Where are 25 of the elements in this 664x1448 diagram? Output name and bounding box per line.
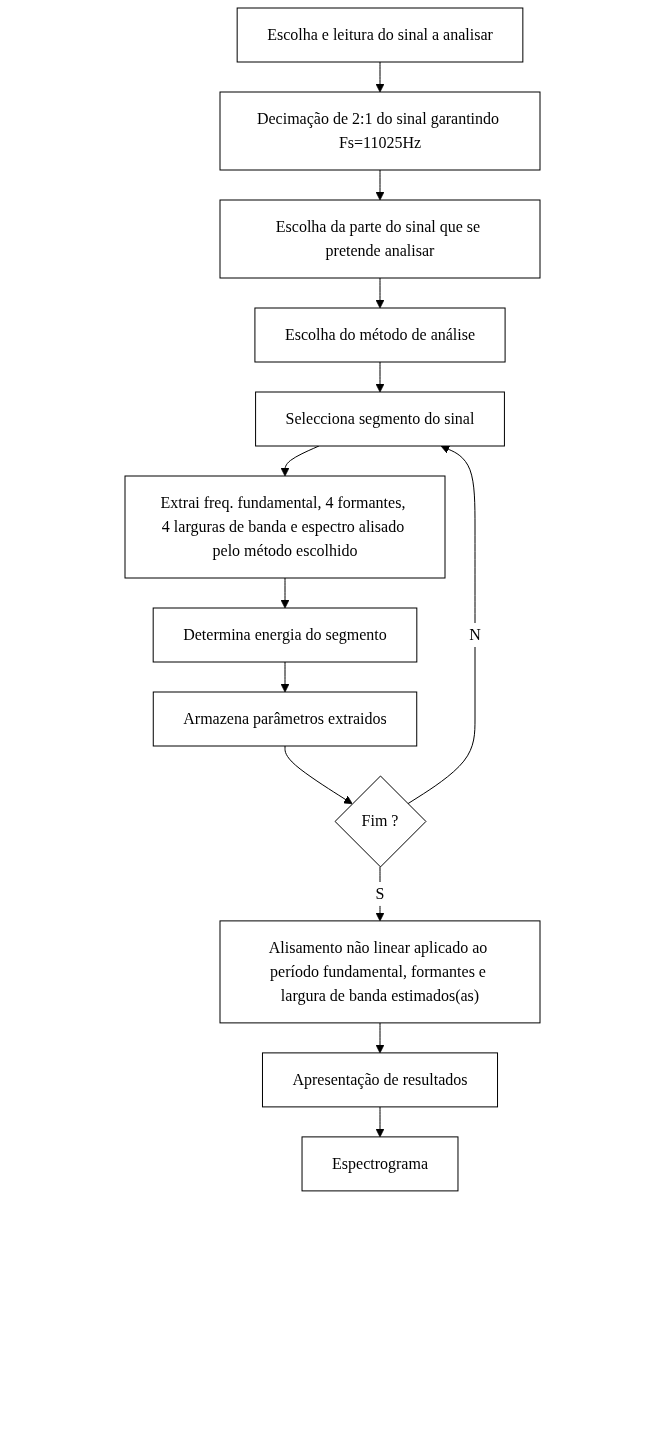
node-box: Determina energia do segmento (152, 607, 417, 663)
arrow (375, 61, 384, 93)
arrow (280, 661, 289, 693)
node-box: Escolha e leitura do sinal a analisar (236, 7, 523, 63)
node-box: Escolha da parte do sinal que se pretende analisar (219, 199, 540, 279)
edge-label: N (468, 626, 481, 643)
node-box: Armazena parâmetros extraidos (152, 691, 417, 747)
arrow (375, 361, 384, 393)
arrow (284, 745, 353, 805)
arrow (280, 577, 289, 609)
edge-label: S (375, 884, 384, 902)
arrow (406, 445, 475, 805)
arrow (375, 866, 384, 922)
node-box: Selecciona segmento do sinal (254, 391, 505, 447)
node-box: Espectrograma (301, 1136, 458, 1192)
arrow (375, 169, 384, 201)
node-box: Decimação de 2:1 do sinal garantindo Fs=11025Hz (219, 91, 540, 171)
node-box: Apresentação de resultados (261, 1052, 498, 1108)
node-box: Alisamento não linear aplicado ao período fundamental, formantes e largura de banda estimados(as) (219, 920, 540, 1024)
node-box: Escolha do método de análise (253, 307, 506, 363)
node-box: Extrai freq. fundamental, 4 formantes, 4 larguras de banda e espectro alisado pelo método escolhido (124, 475, 445, 579)
node-diamond: Fim ? (334, 775, 426, 868)
arrow (375, 1106, 384, 1138)
arrow (375, 1022, 384, 1054)
arrow (375, 277, 384, 309)
